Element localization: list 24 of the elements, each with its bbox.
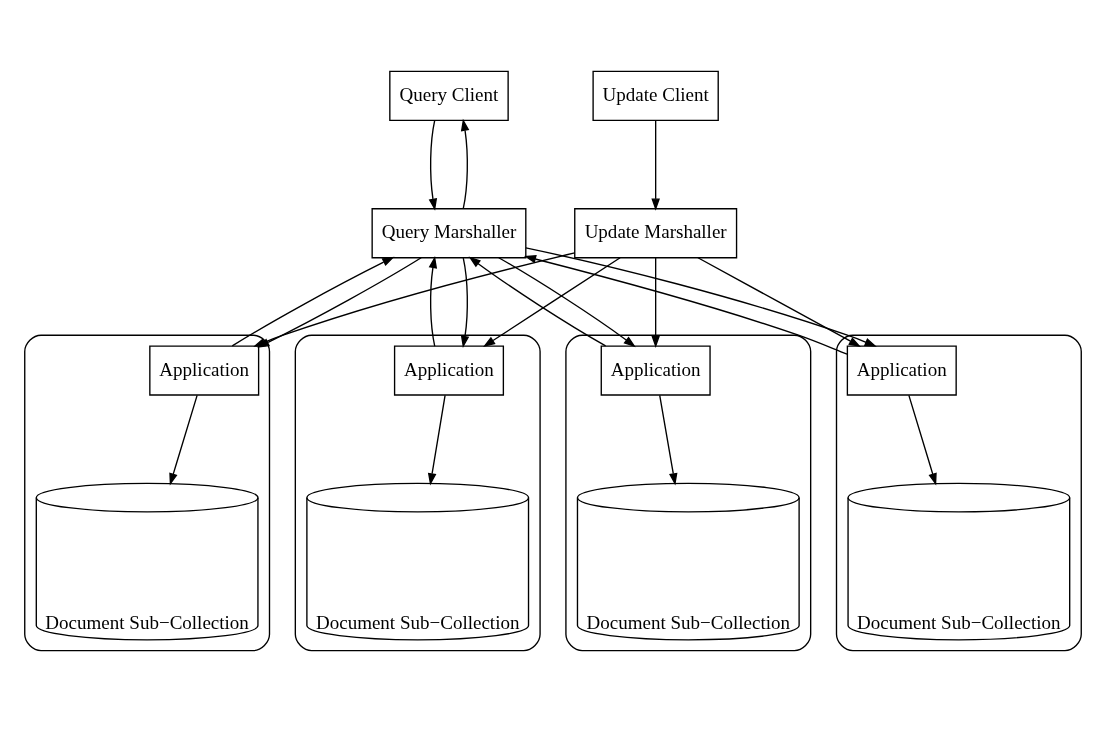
arrow [651, 257, 660, 349]
arrow [169, 394, 198, 486]
arrow [483, 257, 621, 348]
arrow [498, 257, 636, 348]
node-box: Query Client [389, 70, 509, 122]
arrow [460, 118, 470, 210]
node-box: Application [149, 345, 260, 396]
arrow [428, 120, 438, 211]
arrow [428, 256, 438, 347]
arrow [659, 394, 678, 486]
node-box: Application [846, 345, 957, 396]
arrow [651, 120, 660, 211]
arrow [523, 254, 848, 355]
arrow [908, 394, 937, 486]
arrow [697, 257, 861, 347]
node-box: Update Client [592, 70, 719, 122]
arrow [525, 247, 877, 347]
arrow [460, 257, 470, 349]
node-box: Update Marshaller [574, 208, 738, 259]
node-box: Application [600, 345, 711, 396]
node-box: Query Marshaller [371, 208, 527, 259]
node-box: Application [393, 345, 505, 396]
arrow [468, 256, 607, 347]
arrow [427, 394, 446, 486]
